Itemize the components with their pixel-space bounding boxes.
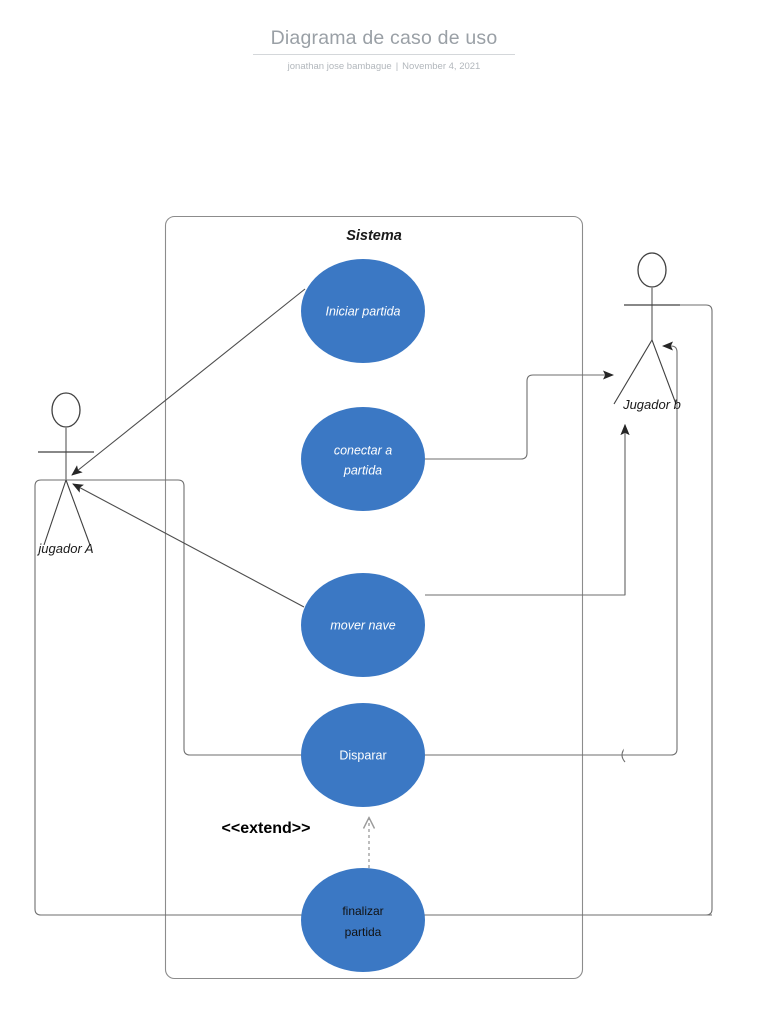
use-case-ellipse[interactable] bbox=[301, 703, 425, 807]
use-case-ellipse[interactable] bbox=[301, 573, 425, 677]
connector-mover-nave-jugador-a bbox=[72, 483, 305, 608]
byline-separator: | bbox=[395, 61, 399, 72]
actor-leg-right bbox=[651, 339, 677, 405]
page-title: Diagrama de caso de uso bbox=[270, 27, 498, 49]
use-case-conectar-a-partida[interactable]: conectar a partida bbox=[301, 407, 425, 511]
use-case-label-finalizar-partida-line2: partida bbox=[345, 925, 382, 939]
author-name: jonathan jose bambague bbox=[287, 61, 392, 72]
connector-disparar-jugador-b bbox=[425, 341, 678, 756]
actor-label-jugador-a: jugador A bbox=[36, 541, 93, 556]
extend-stereotype-label: <<extend>> bbox=[222, 820, 311, 837]
actor-jugador-b[interactable]: Jugador b bbox=[613, 252, 681, 412]
actor-jugador-a[interactable]: jugador A bbox=[36, 392, 94, 556]
use-case-disparar[interactable]: Disparar bbox=[301, 703, 425, 807]
connector-jugador-a-disparar bbox=[66, 479, 301, 756]
use-case-ellipse[interactable] bbox=[301, 868, 425, 972]
use-case-label-mover-nave: mover nave bbox=[330, 618, 395, 632]
connector-jugador-b-finalizar-partida bbox=[652, 304, 713, 916]
connector-mover-nave-jugador-b bbox=[425, 424, 630, 596]
actor-head-icon bbox=[637, 252, 667, 288]
actor-leg-right bbox=[65, 479, 91, 546]
use-case-label-conectar-a-partida-line1: conectar a bbox=[334, 443, 392, 457]
connector-jugador-a-finalizar-partida bbox=[34, 479, 712, 916]
actor-leg-left bbox=[43, 479, 67, 546]
use-case-label-finalizar-partida-line1: finalizar bbox=[342, 904, 383, 918]
use-case-ellipse[interactable] bbox=[301, 407, 425, 511]
document-header: Diagrama de caso de uso jonathan jose ba… bbox=[0, 26, 768, 74]
actor-label-jugador-b: Jugador b bbox=[622, 397, 681, 412]
title-divider bbox=[253, 54, 515, 55]
actor-leg-left bbox=[613, 339, 653, 405]
system-boundary-title: Sistema bbox=[346, 228, 402, 244]
use-case-ellipse[interactable] bbox=[301, 259, 425, 363]
use-case-mover-nave[interactable]: mover nave bbox=[301, 573, 425, 677]
use-case-label-disparar: Disparar bbox=[339, 748, 386, 762]
connector-conectar-partida-jugador-b bbox=[425, 370, 614, 460]
document-byline: jonathan jose bambague|November 4, 2021 bbox=[0, 60, 768, 74]
use-case-label-conectar-a-partida-line2: partida bbox=[343, 463, 382, 477]
use-case-iniciar-partida[interactable]: Iniciar partida bbox=[301, 259, 425, 363]
use-case-finalizar-partida[interactable]: finalizar partida bbox=[301, 868, 425, 972]
system-boundary-box bbox=[164, 215, 584, 980]
actor-head-icon bbox=[51, 392, 81, 428]
use-case-label-iniciar-partida: Iniciar partida bbox=[325, 304, 400, 318]
connector-iniciar-partida-jugador-a bbox=[71, 288, 306, 476]
document-date: November 4, 2021 bbox=[402, 61, 481, 72]
